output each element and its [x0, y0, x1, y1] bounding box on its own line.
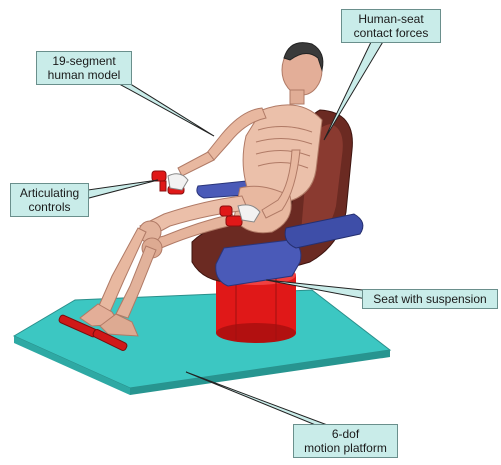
callout-platform: 6-dof motion platform: [293, 424, 398, 458]
callout-seat-contact-line2: contact forces: [346, 26, 436, 40]
callout-controls-line1: Articulating: [15, 186, 84, 200]
motion-platform: [14, 290, 390, 395]
callout-human-model-line2: human model: [41, 68, 127, 82]
callout-human-model: 19-segment human model: [36, 51, 132, 85]
callout-controls-line2: controls: [15, 200, 84, 214]
callout-controls: Articulating controls: [10, 183, 89, 217]
callout-seat-contact-line1: Human-seat: [346, 12, 436, 26]
callout-human-model-line1: 19-segment: [41, 54, 127, 68]
callout-suspension-line1: Seat with suspension: [367, 292, 493, 306]
callout-seat-contact: Human-seat contact forces: [341, 9, 441, 43]
callout-platform-line2: motion platform: [298, 441, 393, 455]
callout-platform-line1: 6-dof: [298, 427, 393, 441]
callout-suspension: Seat with suspension: [362, 289, 498, 309]
